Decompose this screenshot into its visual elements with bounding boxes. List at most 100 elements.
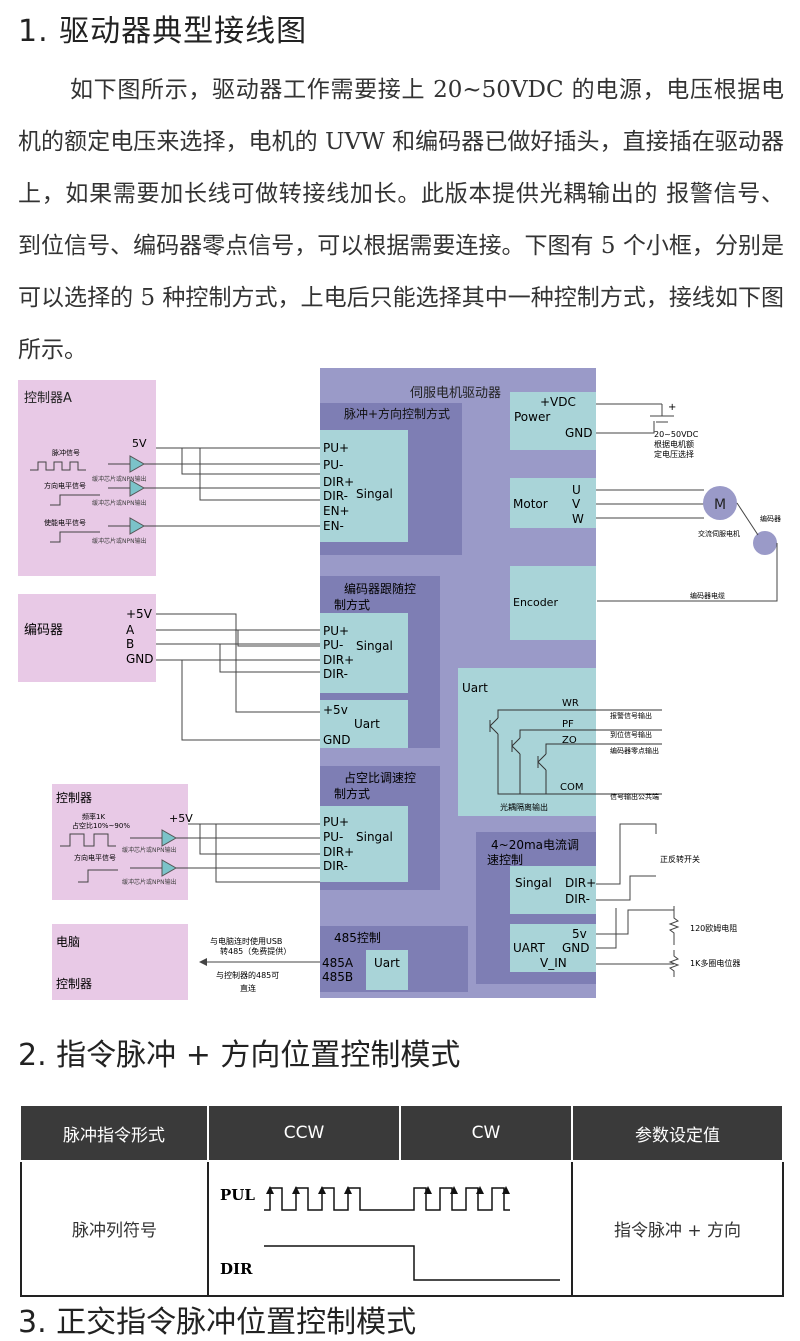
supply-note-2: 根据电机额 [654,439,694,449]
controller-b-title: 控制器 [56,791,92,805]
svg-text:到位信号输出: 到位信号输出 [610,730,652,739]
supply-note-1: 20~50VDC [654,430,699,439]
encoder-source-title: 编码器 [24,623,63,638]
section-2-title: 2. 指令脉冲 + 方向位置控制模式 [18,1038,461,1073]
pc-controller: 控制器 [56,977,92,991]
encoder-block-label: Encoder [513,596,558,609]
svg-text:报警信号输出: 报警信号输出 [610,711,652,720]
svg-text:正反转开关: 正反转开关 [660,854,700,864]
table-row: 脉冲列符号 PUL DIR 指令脉冲 + 方向 [20,1160,784,1297]
uart-out-title: Uart [462,681,488,695]
svg-text:W: W [572,512,584,526]
intro-text: 如下图所示，驱动器工作需要接上 20~50VDC 的电源，电压根据电机的额定电压… [18,77,784,363]
mode-duty-inner [320,806,408,882]
mode-enc-uart-inner [320,700,408,748]
ac-motor-label: 交流伺服电机 [698,529,740,538]
header-cw: CW [400,1104,573,1162]
svg-text:COM: COM [560,782,583,793]
cell-waveform: PUL DIR [207,1160,573,1297]
svg-text:PU-: PU- [323,638,343,652]
svg-text:Singal: Singal [515,876,552,890]
svg-text:485A: 485A [322,956,354,970]
svg-text:DIR+: DIR+ [323,653,354,667]
pul-dir-waveform: PUL DIR [220,1186,560,1281]
power-gnd: GND [565,426,593,440]
motor-label: Motor [513,497,548,511]
pulse-signal-label: 脉冲信号 [52,448,80,457]
svg-text:1K多圈电位器: 1K多圈电位器 [690,958,740,968]
svg-text:V: V [572,497,581,511]
svg-text:U: U [572,483,581,497]
svg-text:制方式: 制方式 [334,786,370,801]
svg-text:A: A [126,623,135,637]
svg-text:485控制: 485控制 [334,931,381,945]
svg-text:速控制: 速控制 [487,853,523,867]
header-ccw: CCW [208,1104,401,1162]
dir-level-label: 方向电平信号 [44,481,86,490]
svg-text:频率1K: 频率1K [82,812,105,821]
svg-text:占空比10%~90%: 占空比10%~90% [72,821,130,830]
mode-pulse-dir-title: 脉冲+方向控制方式 [344,406,450,421]
intro-paragraph: 如下图所示，驱动器工作需要接上 20~50VDC 的电源，电压根据电机的额定电压… [18,64,784,376]
svg-text:EN-: EN- [323,519,344,533]
svg-text:DIR-: DIR- [565,892,590,906]
opto-label: 光耦隔离输出 [500,802,548,812]
svg-text:直连: 直连 [240,983,256,993]
svg-text:UART: UART [513,941,545,955]
svg-text:4~20ma电流调: 4~20ma电流调 [491,838,579,852]
pulse-wave-a [30,461,86,471]
header-pulse-form: 脉冲指令形式 [21,1104,209,1162]
buffer-note-a3: 缓冲芯片或NPN输出 [92,537,147,545]
svg-text:PF: PF [562,719,574,730]
enable-level-label: 使能电平信号 [44,518,86,527]
svg-text:DIR+: DIR+ [323,845,354,859]
cell-param-value: 指令脉冲 + 方向 [571,1160,784,1297]
supply-note-3: 定电压选择 [654,449,694,459]
singal-3: Singal [356,830,393,844]
svg-text:信号输出公共端: 信号输出公共端 [610,792,659,801]
mode-enc-title-1: 编码器跟随控 [344,581,416,596]
singal-1: Singal [356,487,393,501]
svg-text:占空比调速控: 占空比调速控 [344,770,416,785]
svg-text:PU+: PU+ [323,815,349,829]
svg-text:编码器零点输出: 编码器零点输出 [610,746,659,755]
buffer-note-a2: 缓冲芯片或NPN输出 [92,499,147,507]
svg-text:Uart: Uart [374,956,400,970]
singal-2: Singal [356,639,393,653]
svg-text:V_IN: V_IN [540,956,567,970]
svg-text:DIR-: DIR- [323,667,348,681]
pul-label: PUL [220,1186,255,1204]
buffer-note-a1: 缓冲芯片或NPN输出 [92,475,147,483]
encoder-disc-icon [753,531,777,555]
power-label: Power [514,410,550,424]
svg-text:GND: GND [126,652,154,666]
pc-title: 电脑 [56,935,80,949]
controller-a-5v: 5V [132,437,147,450]
mode-enc-inner [320,613,408,693]
encoder-source-box [18,594,156,682]
svg-text:PU-: PU- [323,458,343,472]
svg-text:+5v: +5v [323,703,348,717]
svg-text:转485（免费提供）: 转485（免费提供） [220,946,291,956]
svg-text:DIR-: DIR- [323,489,348,503]
dir-label: DIR [220,1260,253,1278]
svg-text:DIR+: DIR+ [323,475,354,489]
controller-a-box [18,380,156,576]
pulse-direction-table: 脉冲指令形式 CCW CW 参数设定值 脉冲列符号 PUL DIR [20,1104,784,1297]
svg-text:485B: 485B [322,970,353,984]
svg-text:PU+: PU+ [323,441,349,455]
mode-current-uart-inner [510,924,596,972]
svg-text:方向电平信号: 方向电平信号 [74,853,116,862]
svg-text:+5V: +5V [126,607,153,621]
motor-m: M [714,497,726,513]
svg-text:EN+: EN+ [323,504,350,518]
svg-text:缓冲芯片或NPN输出: 缓冲芯片或NPN输出 [122,846,177,854]
mode-enc-title-2: 制方式 [334,597,370,612]
controller-a-title: 控制器A [24,391,72,406]
controller-b-5v: +5V [169,812,193,825]
power-plus: + [668,402,676,413]
mode-485-inner [366,950,408,990]
svg-text:DIR-: DIR- [323,859,348,873]
cell-pulse-symbol: 脉冲列符号 [20,1160,209,1297]
section-1-title: 1. 驱动器典型接线图 [18,14,308,49]
